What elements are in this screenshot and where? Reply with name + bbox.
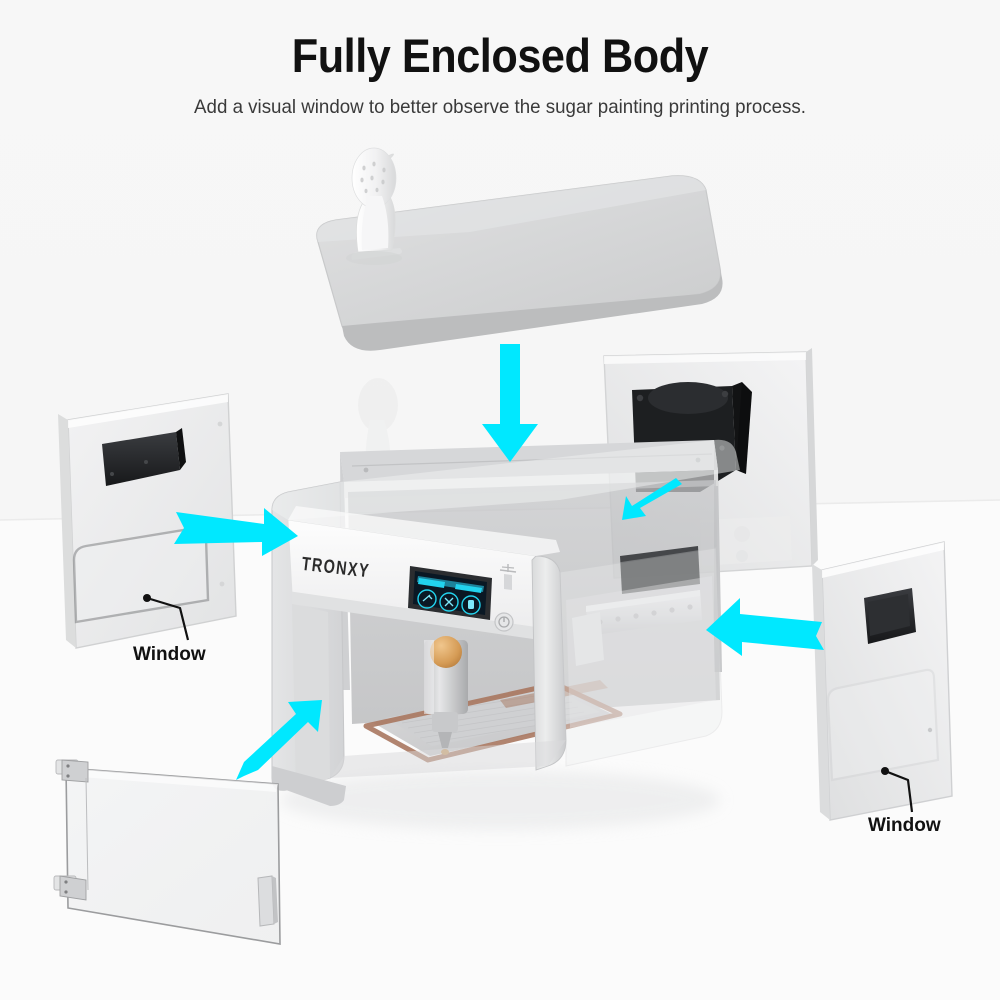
callout-label-window-right: Window xyxy=(868,815,941,836)
page-subtitle: Add a visual window to better observe th… xyxy=(194,96,806,118)
page-title: Fully Enclosed Body xyxy=(291,29,709,82)
arrow-front-door xyxy=(236,700,322,780)
door-hinge-bottom xyxy=(53,875,87,901)
io-panel xyxy=(494,564,517,632)
callout-label-window-left: Window xyxy=(133,644,206,665)
arrow-right-panel xyxy=(706,598,824,656)
arrow-left-panel xyxy=(174,508,298,556)
callout-leader-right xyxy=(881,767,914,813)
arrow-back-panel xyxy=(622,478,682,520)
door-handle xyxy=(257,875,278,927)
door-hinge-top xyxy=(55,759,89,783)
panel-window-right xyxy=(826,668,940,782)
callout-leader-left xyxy=(143,594,190,641)
arrow-top-lid xyxy=(482,344,538,462)
linear-rail xyxy=(572,590,702,666)
panel-handle-right xyxy=(864,588,916,644)
control-screen xyxy=(408,566,492,620)
printed-sculpture xyxy=(346,147,402,265)
panel-handle-left xyxy=(102,428,186,486)
extruder-syringe xyxy=(424,636,468,755)
